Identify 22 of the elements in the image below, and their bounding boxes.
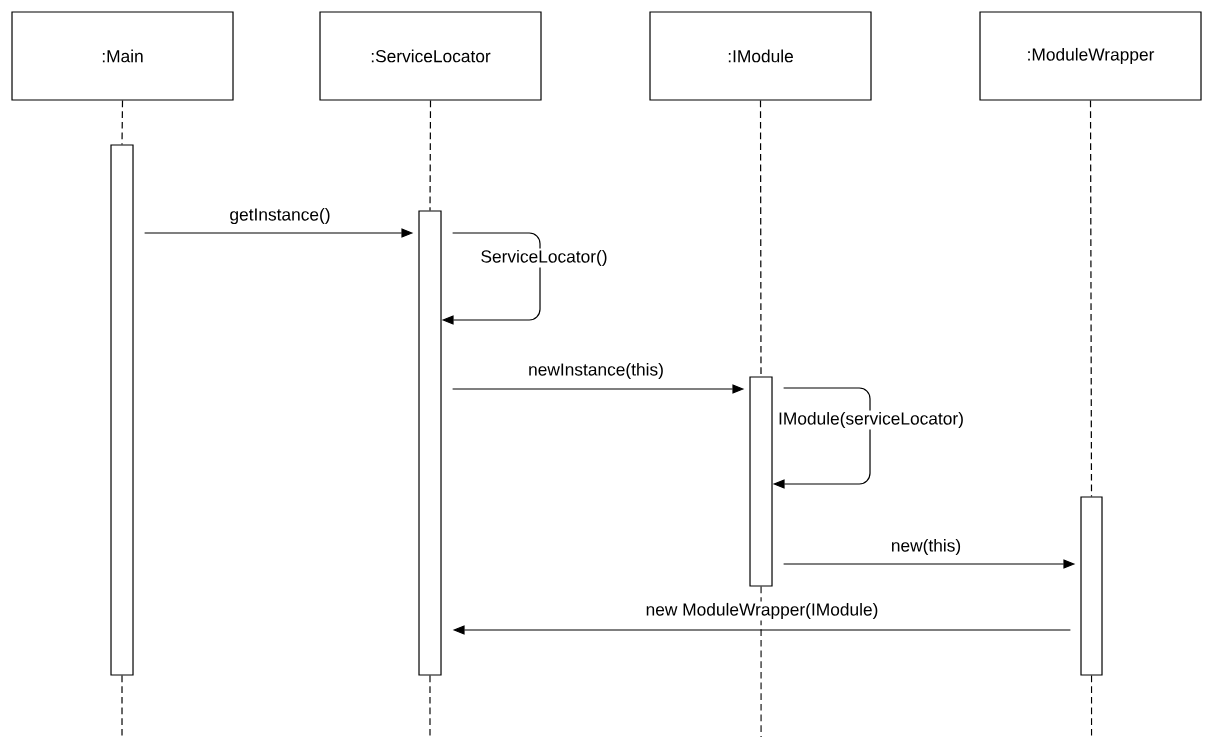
lifeline bbox=[121, 100, 124, 145]
lifeline bbox=[1089, 100, 1093, 497]
lifeline bbox=[429, 100, 432, 211]
lifeline bbox=[1090, 675, 1093, 737]
activation-bar bbox=[1080, 496, 1103, 676]
activation-bar bbox=[110, 144, 134, 676]
participant-box: :ModuleWrapper bbox=[979, 11, 1202, 101]
lifeline bbox=[760, 586, 762, 737]
edge-label: ServiceLocator() bbox=[479, 248, 609, 268]
lifeline bbox=[429, 675, 431, 737]
activation-bar bbox=[749, 376, 773, 587]
edge-label: new(this) bbox=[889, 537, 963, 557]
edge-label: newInstance(this) bbox=[526, 361, 666, 381]
lifeline bbox=[759, 100, 762, 377]
lifeline bbox=[121, 675, 123, 737]
activation-bar bbox=[418, 210, 442, 676]
edge-label: IModule(serviceLocator) bbox=[776, 410, 966, 430]
participant-box: :ServiceLocator bbox=[319, 11, 542, 101]
participant-box: :Main bbox=[11, 11, 234, 101]
edge-label: getInstance() bbox=[228, 206, 332, 226]
participant-box: :IModule bbox=[649, 11, 872, 101]
edge-label: new ModuleWrapper(IModule) bbox=[644, 601, 880, 621]
